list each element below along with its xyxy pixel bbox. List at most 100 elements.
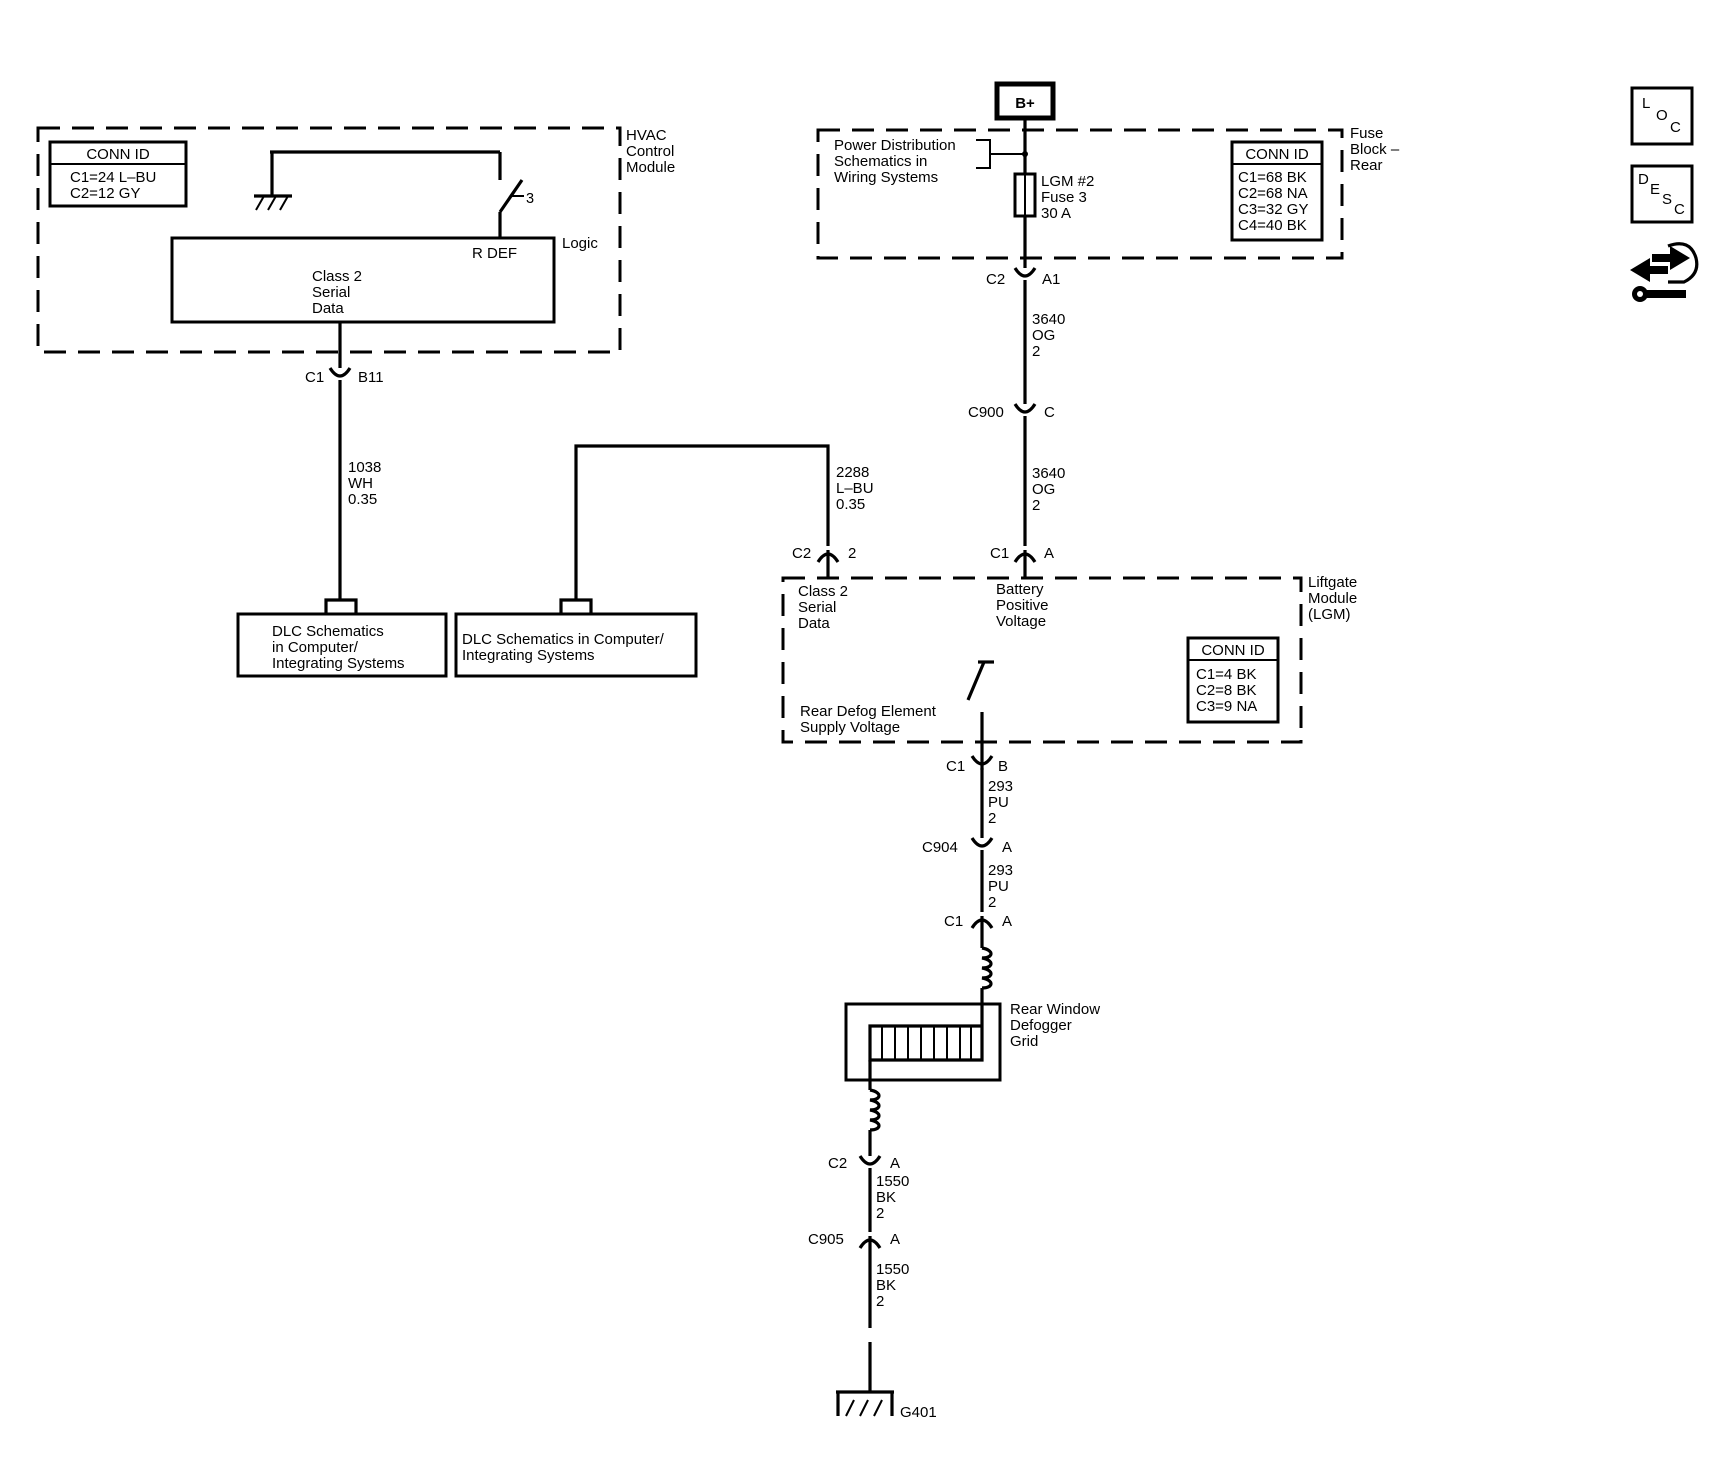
c1-a-grid-left: C1: [944, 913, 963, 930]
wire-3640b-gauge: 2: [1032, 497, 1040, 514]
fuse-block-conn-id-box: CONN ID C1=68 BK C2=68 NA C3=32 GY C4=40…: [1230, 140, 1324, 242]
hvac-serial-3: Data: [312, 300, 344, 317]
c904-right: A: [1002, 839, 1012, 856]
dlc1-line1: DLC Schematics: [272, 623, 384, 640]
wire-2288-run: [574, 444, 830, 600]
c905-left: C905: [808, 1231, 844, 1248]
hvac-logic-box: [170, 236, 556, 324]
wire-1550b-color: BK: [876, 1277, 896, 1294]
rear-window-defogger-grid: [844, 1002, 1002, 1090]
c2-a1-left: C2: [986, 271, 1005, 288]
fuse-3: [1013, 172, 1037, 218]
power-dist-2: Schematics in: [834, 153, 927, 170]
defog-supply-2: Supply Voltage: [800, 719, 900, 736]
c2-a-grid-right: A: [890, 1155, 900, 1172]
lgm-conn-title: CONN ID: [1201, 642, 1265, 659]
hvac-conn-c2: C2=12 GY: [70, 185, 140, 202]
lgm-conn-c3: C3=9 NA: [1196, 698, 1257, 715]
hvac-conn-title: CONN ID: [86, 146, 150, 163]
wire-1038-color: WH: [348, 475, 373, 492]
wire-293b-color: PU: [988, 878, 1009, 895]
fuse-block-rear: Fuse Block – Rear Power Distribution Sch…: [816, 125, 1400, 260]
c2-2-left: C2: [792, 545, 811, 562]
hvac-label-2: Control: [626, 143, 674, 160]
wire-1550b-num: 1550: [876, 1261, 909, 1278]
connector-c905: C905 A: [808, 1231, 900, 1328]
fuse-block-label-2: Block –: [1350, 141, 1400, 158]
lgm-serial-3: Data: [798, 615, 830, 632]
defog-supply-1: Rear Defog Element: [800, 703, 937, 720]
fuse-conn-c4: C4=40 BK: [1238, 217, 1307, 234]
wire-1550a-color: BK: [876, 1189, 896, 1206]
lgm-serial-1: Class 2: [798, 583, 848, 600]
connector-c1-b: C1 B: [946, 755, 1008, 838]
desc-letter-c: C: [1674, 201, 1685, 218]
description-icon[interactable]: D E S C: [1630, 164, 1694, 224]
wire-1038-num: 1038: [348, 459, 381, 476]
c2-2-right: 2: [848, 545, 856, 562]
desc-letter-d: D: [1638, 171, 1649, 188]
hvac-serial-1: Class 2: [312, 268, 362, 285]
wire-293a-color: PU: [988, 794, 1009, 811]
c1-a-lgm-right: A: [1044, 545, 1054, 562]
hvac-module-border: [36, 126, 622, 354]
hvac-control-module: HVAC Control Module CONN ID C1=24 L–BU C…: [36, 126, 675, 354]
fuse-conn-c3: C3=32 GY: [1238, 201, 1308, 218]
c1-a-grid-right: A: [1002, 913, 1012, 930]
c2-a-grid-left: C2: [828, 1155, 847, 1172]
c900-right: C: [1044, 404, 1055, 421]
wire-293a-num: 293: [988, 778, 1013, 795]
c1-b-left: C1: [946, 758, 965, 775]
wire-2288-num: 2288: [836, 464, 869, 481]
ground-label: G401: [900, 1404, 937, 1421]
connector-c2-2: C2 2: [792, 545, 856, 578]
ground-g401: G401: [836, 1342, 937, 1421]
liftgate-module: Liftgate Module (LGM) Class 2 Serial Dat…: [781, 574, 1357, 770]
hvac-ground-switch: 3: [254, 150, 534, 238]
connector-repair-icon[interactable]: [1630, 242, 1699, 302]
grid-label-1: Rear Window: [1010, 1001, 1100, 1018]
fuse-block-label-3: Rear: [1350, 157, 1383, 174]
dlc1-line2: in Computer/: [272, 639, 359, 656]
c905-right: A: [890, 1231, 900, 1248]
wire-293b-gauge: 2: [988, 894, 996, 911]
desc-letter-e: E: [1650, 181, 1660, 198]
lgm-relay-switch: [966, 660, 994, 770]
connector-c2-a-grid: C2 A: [828, 1155, 900, 1232]
grid-label-2: Defogger: [1010, 1017, 1072, 1034]
connector-c2-a1: C2 A1: [986, 267, 1060, 404]
fuse-conn-title: CONN ID: [1245, 146, 1309, 163]
lgm-label-1: Liftgate: [1308, 574, 1357, 591]
wire-1550b-gauge: 2: [876, 1293, 884, 1310]
c1-b11-right: B11: [358, 369, 384, 386]
wire-2288-color: L–BU: [836, 480, 874, 497]
fuse-number: Fuse 3: [1041, 189, 1087, 206]
grid-label-3: Grid: [1010, 1033, 1038, 1050]
loc-letter-o: O: [1656, 107, 1668, 124]
lgm-conn-c2: C2=8 BK: [1196, 682, 1256, 699]
lgm-label-2: Module: [1308, 590, 1357, 607]
hvac-conn-c1: C1=24 L–BU: [70, 169, 156, 186]
wire-1550a-gauge: 2: [876, 1205, 884, 1222]
connector-c1-a-grid: C1 A: [944, 913, 1012, 948]
location-icon[interactable]: L O C: [1630, 86, 1694, 146]
dlc-box-1: DLC Schematics in Computer/ Integrating …: [236, 598, 448, 678]
connector-c904: C904 A: [922, 837, 1012, 912]
hvac-label-1: HVAC: [626, 127, 667, 144]
wire-3640b-color: OG: [1032, 481, 1055, 498]
fuse-block-border: [816, 128, 1344, 260]
hvac-logic-label: Logic: [562, 235, 598, 252]
c1-b-right: B: [998, 758, 1008, 775]
fuse-conn-c1: C1=68 BK: [1238, 169, 1307, 186]
connector-c1-a-lgm: C1 A: [990, 545, 1054, 578]
c1-a-lgm-left: C1: [990, 545, 1009, 562]
wire-3640a-num: 3640: [1032, 311, 1065, 328]
lgm-conn-c1: C1=4 BK: [1196, 666, 1256, 683]
hvac-rdef-label: R DEF: [472, 245, 517, 262]
wire-3640b-num: 3640: [1032, 465, 1065, 482]
lgm-border: [781, 576, 1303, 744]
lgm-battery-2: Positive: [996, 597, 1049, 614]
lgm-conn-id-box: CONN ID C1=4 BK C2=8 BK C3=9 NA: [1186, 636, 1280, 724]
battery-positive-box: B+: [994, 81, 1056, 174]
